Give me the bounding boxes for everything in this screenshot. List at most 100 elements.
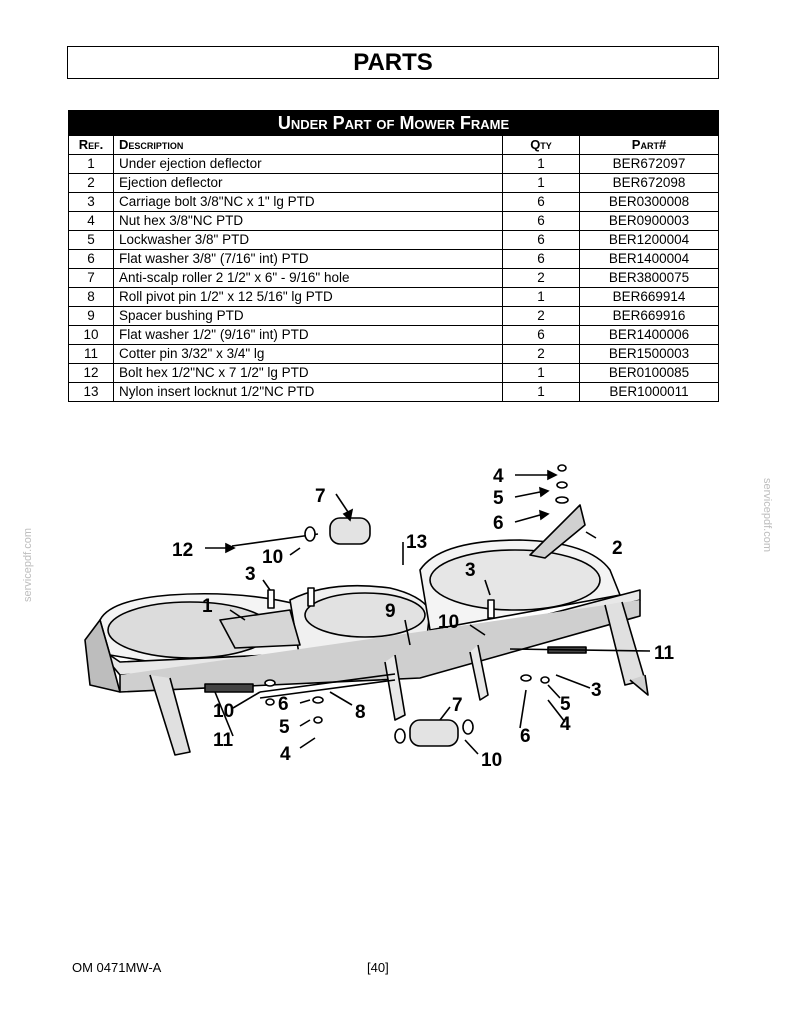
cell-description: Cotter pin 3/32" x 3/4" lg [113,344,503,364]
callout-4-top: 4 [493,466,504,487]
cell-description: Lockwasher 3/8" PTD [113,230,503,250]
cell-part: BER1500003 [579,344,719,364]
cell-ref: 11 [68,344,114,364]
watermark-left: servicepdf.com [22,528,34,602]
cell-description: Nylon insert locknut 1/2"NC PTD [113,382,503,402]
cell-part: BER669914 [579,287,719,307]
cell-part: BER1400004 [579,249,719,269]
callout-7-bottom: 7 [452,695,463,716]
mower-frame-diagram: servicepdf.com servicepdf.com [22,464,773,771]
cell-qty: 6 [502,192,580,212]
callout-3-right: 3 [465,560,476,581]
callout-10-mid: 10 [438,612,459,633]
cell-part: BER1000011 [579,382,719,402]
cell-part: BER0900003 [579,211,719,231]
cell-qty: 6 [502,325,580,345]
cell-ref: 13 [68,382,114,402]
cell-ref: 2 [68,173,114,193]
cell-description: Spacer bushing PTD [113,306,503,326]
cell-ref: 7 [68,268,114,288]
cell-part: BER0100085 [579,363,719,383]
callout-5-top: 5 [493,488,504,509]
callout-2: 2 [612,538,623,559]
cell-ref: 4 [68,211,114,231]
table-section-header-row: Under Part of Mower Frame [68,110,719,136]
cell-qty: 1 [502,287,580,307]
cell-description: Flat washer 3/8" (7/16" int) PTD [113,249,503,269]
parts-table: Under Part of Mower Frame Ref. Descripti… [68,110,719,402]
callout-6-right: 6 [520,726,531,747]
header-part: Part# [579,135,719,155]
cell-ref: 5 [68,230,114,250]
callout-5-right: 5 [560,694,571,715]
footer-document-code: OM 0471MW-A [72,960,162,975]
cell-part: BER3800075 [579,268,719,288]
table-column-header-row: Ref. Description Qty Part# [68,135,719,155]
callout-10-bottom: 10 [481,750,502,771]
watermark-right: servicepdf.com [761,478,773,552]
cell-part: BER669916 [579,306,719,326]
cell-part: BER1400006 [579,325,719,345]
cell-qty: 1 [502,382,580,402]
cell-ref: 8 [68,287,114,307]
cell-ref: 1 [68,154,114,174]
callout-4-left: 4 [280,744,291,765]
callout-9: 9 [385,601,396,622]
cell-ref: 6 [68,249,114,269]
header-ref: Ref. [68,135,114,155]
cell-ref: 9 [68,306,114,326]
callout-10-left: 10 [213,701,234,722]
cell-part: BER672097 [579,154,719,174]
cell-qty: 1 [502,363,580,383]
cell-description: Nut hex 3/8"NC PTD [113,211,503,231]
callout-5-left: 5 [279,717,290,738]
callout-6-left: 6 [278,694,289,715]
callout-4-right: 4 [560,714,571,735]
callout-10-top: 10 [262,547,283,568]
header-description: Description [113,135,503,155]
cell-qty: 1 [502,154,580,174]
cell-part: BER672098 [579,173,719,193]
footer-page-number: [40] [367,960,389,975]
cell-description: Bolt hex 1/2"NC x 7 1/2" lg PTD [113,363,503,383]
callout-1: 1 [202,596,213,617]
cell-qty: 6 [502,211,580,231]
cell-description: Anti-scalp roller 2 1/2" x 6" - 9/16" ho… [113,268,503,288]
cell-ref: 3 [68,192,114,212]
callout-3-left: 3 [245,564,256,585]
cell-part: BER0300008 [579,192,719,212]
callout-8: 8 [355,702,366,723]
callout-6-top: 6 [493,513,504,534]
cell-part: BER1200004 [579,230,719,250]
cell-description: Flat washer 1/2" (9/16" int) PTD [113,325,503,345]
cell-description: Ejection deflector [113,173,503,193]
cell-qty: 2 [502,344,580,364]
cell-qty: 6 [502,230,580,250]
header-qty: Qty [502,135,580,155]
callout-11-left: 11 [213,730,234,751]
callout-12: 12 [172,540,193,561]
callout-7-top: 7 [315,486,326,507]
table-section-title: Under Part of Mower Frame [68,110,719,136]
cell-qty: 1 [502,173,580,193]
callout-3-lower: 3 [591,680,602,701]
cell-ref: 12 [68,363,114,383]
cell-qty: 2 [502,268,580,288]
cell-description: Roll pivot pin 1/2" x 12 5/16" lg PTD [113,287,503,307]
cell-description: Carriage bolt 3/8"NC x 1" lg PTD [113,192,503,212]
callout-13: 13 [406,532,427,553]
cell-qty: 2 [502,306,580,326]
cell-description: Under ejection deflector [113,154,503,174]
